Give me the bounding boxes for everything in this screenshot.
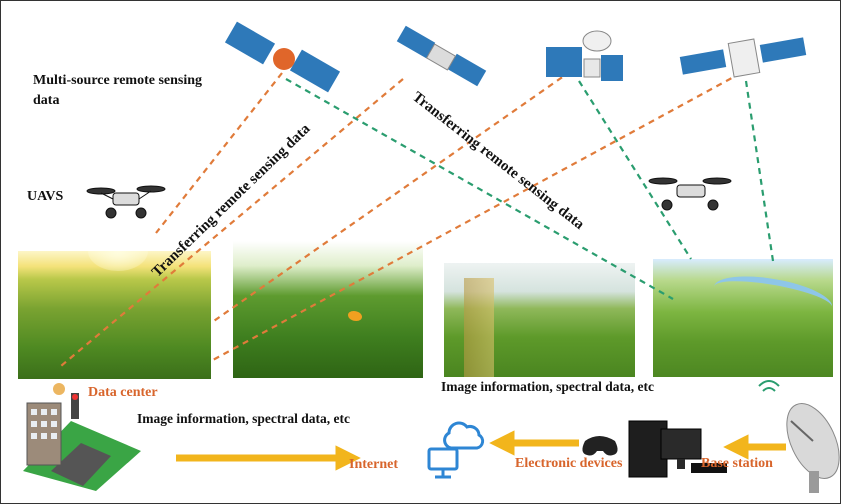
image-info-label-left: Image information, spectral data, etc [137, 411, 350, 426]
drone-icon [648, 177, 732, 211]
wheat-field-photo [18, 251, 211, 379]
satellite-icon [679, 37, 807, 78]
satellite-icon [546, 30, 623, 81]
drone-icon [86, 185, 166, 219]
rice-field-photo [444, 263, 635, 377]
electronic-devices-label: Electronic devices [515, 456, 623, 471]
cloud-sync-icon [427, 421, 485, 479]
building-icon [23, 383, 141, 491]
flow-arrows [176, 430, 786, 471]
river-farmland-photo [653, 259, 833, 377]
computer-icon [628, 420, 727, 478]
satellite-dish-icon [758, 380, 840, 493]
satellite-icon [224, 21, 341, 93]
data-center-label: Data center [88, 385, 158, 400]
multi-source-label-line1: Multi-source remote sensing [33, 73, 203, 88]
game-controller-icon [582, 436, 618, 456]
image-info-label-right: Image information, spectral data, etc [441, 379, 654, 394]
satellite-icon [396, 25, 487, 87]
multi-source-label-line2: data [33, 93, 60, 108]
uavs-label: UAVS [27, 189, 64, 204]
internet-label: Internet [349, 457, 398, 472]
base-station-label: Base station [701, 456, 773, 471]
